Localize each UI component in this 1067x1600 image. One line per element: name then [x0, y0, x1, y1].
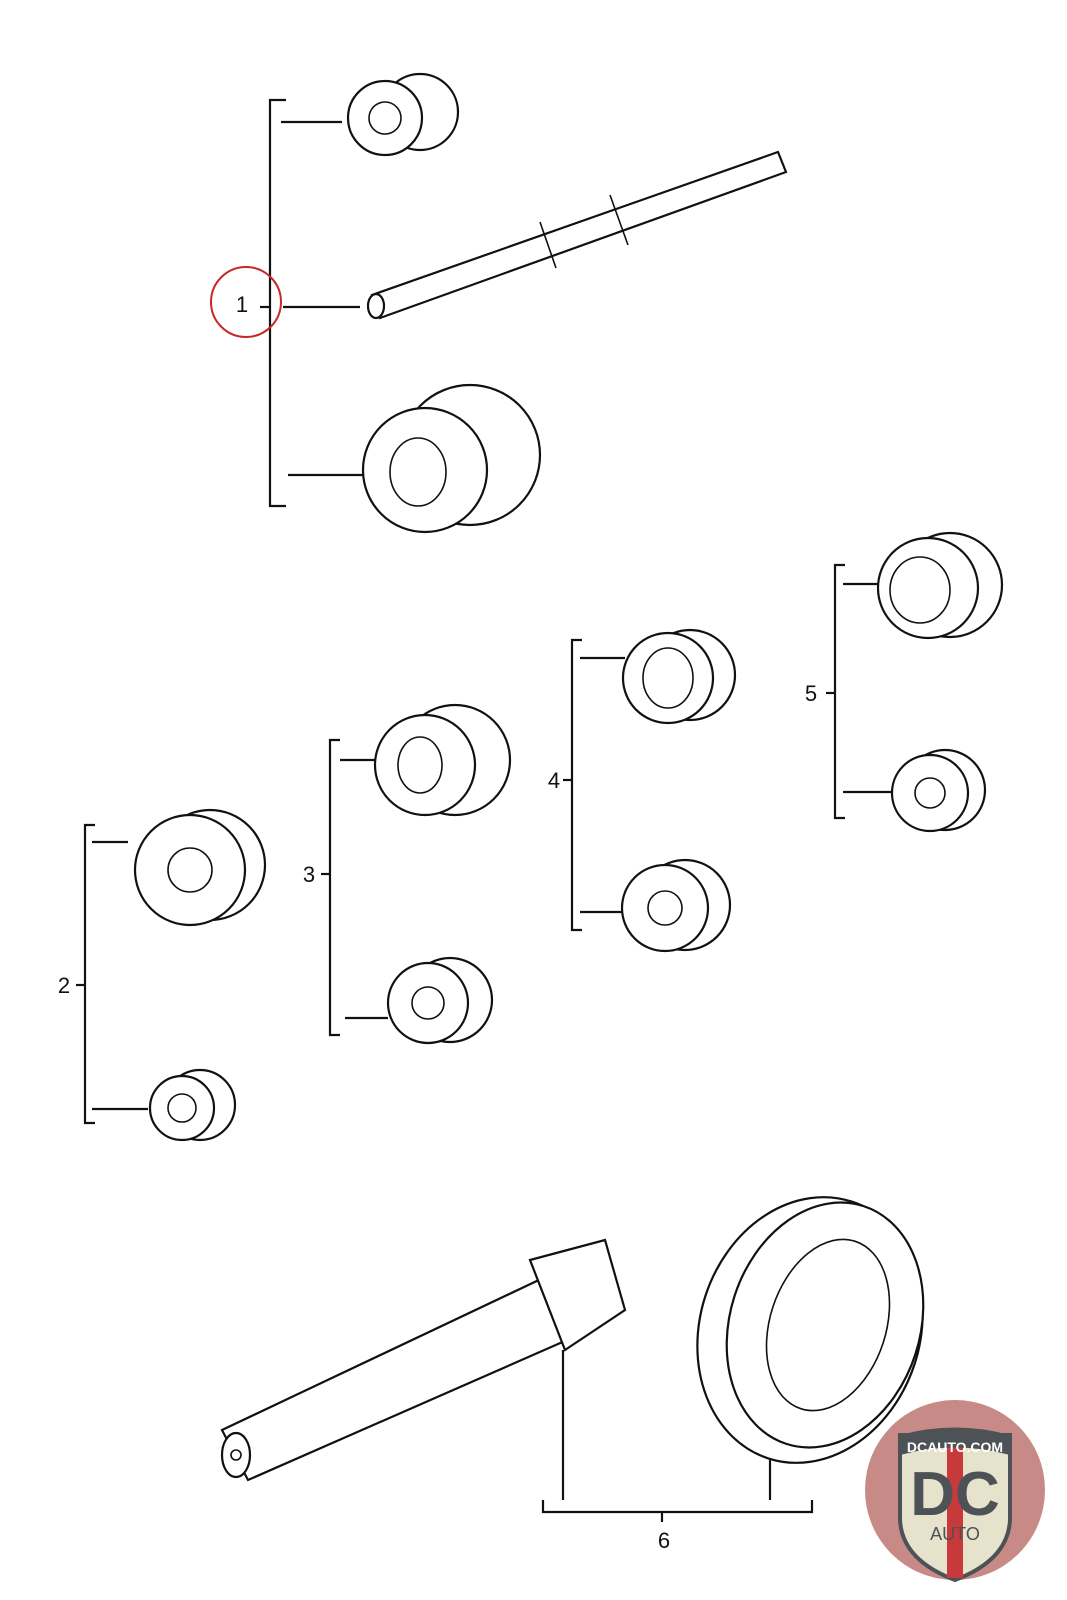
gear-splined[interactable]: [890, 748, 987, 833]
callout-group-2[interactable]: 2: [58, 808, 267, 1142]
gear-ring[interactable]: [621, 628, 737, 725]
gear-cluster-large[interactable]: [361, 383, 542, 534]
callout-group-1[interactable]: 1: [210, 72, 788, 534]
gear-with-synchro[interactable]: [373, 703, 512, 817]
highlight-circle: [210, 266, 282, 338]
callout-group-3[interactable]: 3: [303, 703, 512, 1045]
callout-number-5[interactable]: 5: [805, 681, 817, 706]
logo-main-text: DC: [910, 1460, 1000, 1529]
gear-small[interactable]: [148, 1068, 237, 1142]
callout-group-4[interactable]: 4: [548, 628, 737, 953]
logo-top-text: DCAUTO.COM: [907, 1439, 1003, 1455]
gear-cluster-small[interactable]: [346, 72, 460, 157]
pinion-shaft[interactable]: [220, 1238, 627, 1482]
callout-number-6[interactable]: 6: [658, 1528, 670, 1553]
logo-sub-text: AUTO: [930, 1524, 980, 1544]
gear-splined[interactable]: [386, 956, 494, 1045]
logo-stripe: [947, 1440, 963, 1578]
callout-group-5[interactable]: 5: [805, 531, 1004, 833]
callout-group-6[interactable]: 6: [220, 1168, 957, 1553]
callout-number-1[interactable]: 1: [236, 292, 248, 317]
gear-splined[interactable]: [620, 858, 732, 953]
callout-number-3[interactable]: 3: [303, 862, 315, 887]
dcauto-logo[interactable]: DCAUTO.COM DC AUTO: [865, 1400, 1045, 1583]
ring-gear[interactable]: [664, 1168, 957, 1493]
main-shaft[interactable]: [366, 150, 788, 320]
callout-number-2[interactable]: 2: [58, 973, 70, 998]
gear-large[interactable]: [133, 808, 267, 927]
gear-with-ring[interactable]: [876, 531, 1004, 640]
bracket-1: [268, 98, 286, 508]
callout-number-4[interactable]: 4: [548, 768, 560, 793]
